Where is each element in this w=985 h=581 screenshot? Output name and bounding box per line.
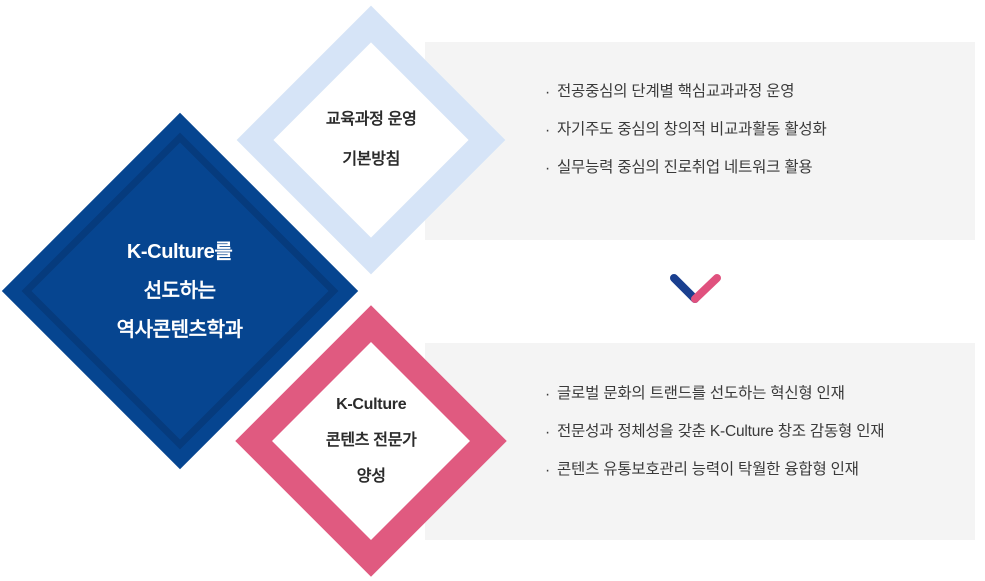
chevron-down-icon <box>670 274 721 303</box>
curriculum-bullet-list: · 전공중심의 단계별 핵심교과과정 운영 · 자기주도 중심의 창의적 비교과… <box>545 84 965 198</box>
list-item-text: 실무능력 중심의 진로취업 네트워크 활용 <box>557 159 813 176</box>
center-node-line-2: 선도하는 <box>144 279 216 302</box>
center-node-line-3: 역사콘텐츠학과 <box>117 318 243 341</box>
list-item-text: 자기주도 중심의 창의적 비교과활동 활성화 <box>557 121 827 138</box>
bullet-dot-icon: · <box>545 462 550 479</box>
list-item: · 실무능력 중심의 진로취업 네트워크 활용 <box>545 160 965 198</box>
list-item: · 콘텐츠 유통보호관리 능력이 탁월한 융합형 인재 <box>545 462 965 500</box>
talent-bullet-list: · 글로벌 문화의 트랜드를 선도하는 혁신형 인재 · 전문성과 정체성을 갖… <box>545 386 965 500</box>
list-item: · 전공중심의 단계별 핵심교과과정 운영 <box>545 84 965 122</box>
talent-node-line-3: 양성 <box>356 467 386 485</box>
list-item-text: 전문성과 정체성을 갖춘 K-Culture 창조 감동형 인재 <box>557 423 885 440</box>
bullet-dot-icon: · <box>545 122 550 139</box>
bullet-dot-icon: · <box>545 386 550 403</box>
list-item-text: 콘텐츠 유통보호관리 능력이 탁월한 융합형 인재 <box>557 461 859 478</box>
list-item: · 전문성과 정체성을 갖춘 K-Culture 창조 감동형 인재 <box>545 424 965 462</box>
center-node-line-1: K-Culture를 <box>127 240 233 263</box>
center-node-label: K-Culture를 선도하는 역사콘텐츠학과 <box>117 233 243 350</box>
list-item-text: 글로벌 문화의 트랜드를 선도하는 혁신형 인재 <box>557 385 845 402</box>
talent-node-line-1: K-Culture <box>335 395 407 413</box>
bullet-dot-icon: · <box>545 84 550 101</box>
talent-node-label: K-Culture 콘텐츠 전문가 양성 <box>326 387 417 495</box>
list-item: · 글로벌 문화의 트랜드를 선도하는 혁신형 인재 <box>545 386 965 424</box>
talent-detail-panel <box>425 343 975 540</box>
talent-node-line-2: 콘텐츠 전문가 <box>325 431 417 449</box>
list-item-text: 전공중심의 단계별 핵심교과과정 운영 <box>557 83 795 100</box>
curriculum-node-line-1: 교육과정 운영 <box>325 110 417 128</box>
chevron-right-stroke <box>691 274 721 303</box>
bullet-dot-icon: · <box>545 160 550 177</box>
list-item: · 자기주도 중심의 창의적 비교과활동 활성화 <box>545 122 965 160</box>
curriculum-node-label: 교육과정 운영 기본방침 <box>326 100 417 180</box>
bullet-dot-icon: · <box>545 424 550 441</box>
curriculum-detail-panel <box>425 42 975 240</box>
chevron-left-stroke <box>670 274 699 303</box>
curriculum-node-line-2: 기본방침 <box>342 150 400 168</box>
